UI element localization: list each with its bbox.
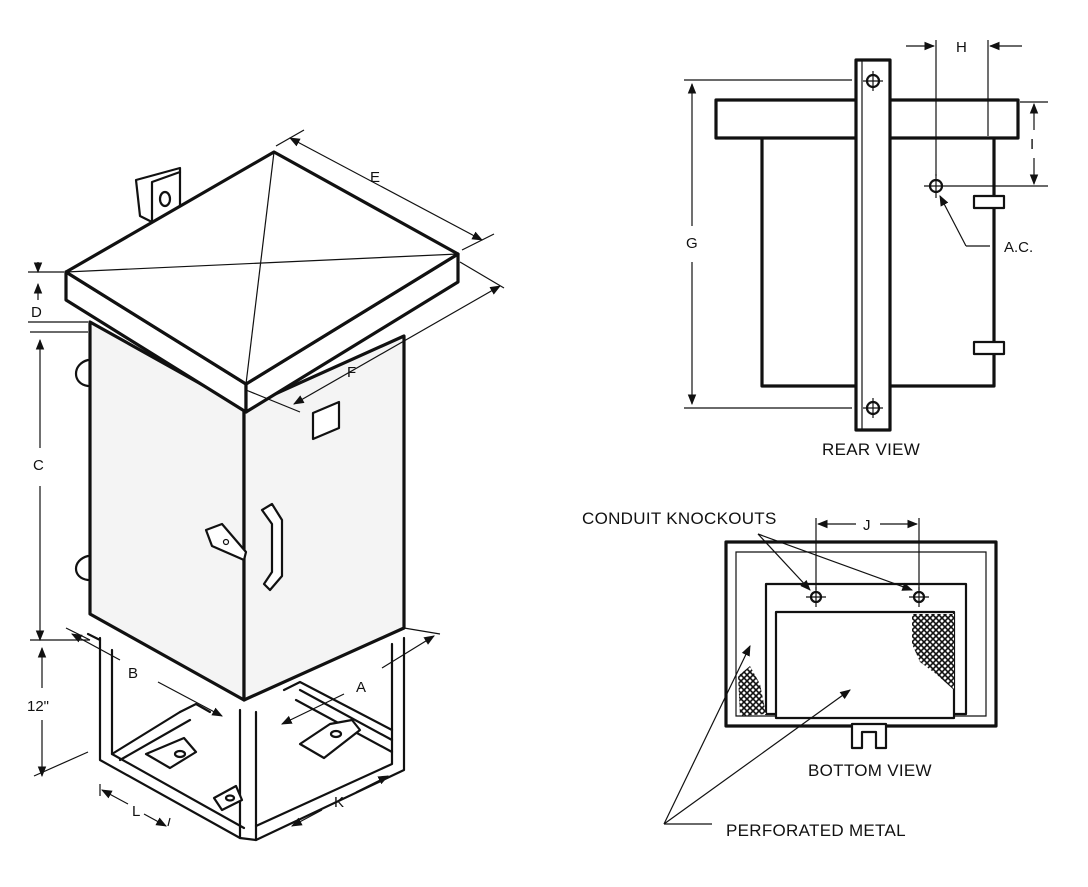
dim-label-e: E: [370, 169, 380, 186]
knockout-right: [909, 587, 929, 607]
roof-diagonal-1: [65, 253, 459, 273]
rear-mounting-channel: [854, 58, 892, 432]
side-bracket-lower: [74, 554, 90, 582]
roof-diagonal-2: [245, 151, 275, 385]
rear-view-caption: REAR VIEW: [822, 440, 920, 459]
dim-label-j: J: [863, 517, 871, 534]
dim-label-b: B: [128, 665, 138, 682]
bottom-view-caption: BOTTOM VIEW: [808, 761, 932, 780]
bottom-tab: [850, 722, 888, 750]
dim-label-a: A: [356, 679, 366, 696]
rear-hinge-lower: [972, 340, 1006, 356]
dim-label-c: C: [33, 457, 44, 474]
rear-mount-hole-bottom: [863, 398, 883, 418]
knockout-left: [806, 587, 826, 607]
rear-ac-hole: [924, 174, 948, 198]
side-bracket-upper: [74, 358, 90, 388]
ac-label: A.C.: [1004, 239, 1033, 256]
dim-label-k: K: [334, 794, 344, 811]
isometric-view: E D F C 12" B A: [27, 129, 505, 842]
conduit-knockouts-label: CONDUIT KNOCKOUTS: [582, 509, 777, 528]
mesh-patch-right: [912, 614, 954, 690]
door-handle: [260, 502, 284, 592]
dim-label-h: H: [956, 39, 967, 56]
dim-label-12in: 12": [27, 698, 49, 715]
bottom-view: J CONDUIT KNOCKOUTS PERFORATED METAL BOT…: [582, 509, 998, 840]
dim-label-l: L: [132, 803, 140, 820]
name-plate: [311, 400, 341, 441]
rear-hinge-upper: [972, 194, 1006, 210]
dim-label-f: F: [347, 364, 356, 381]
dim-label-i: I: [1030, 136, 1034, 153]
mesh-patch-left: [738, 666, 766, 716]
perforated-metal-label: PERFORATED METAL: [726, 821, 906, 840]
floor-stand: [86, 632, 406, 842]
dim-label-g: G: [686, 235, 698, 252]
door-latch: [204, 522, 248, 562]
dim-label-d: D: [31, 304, 42, 321]
rear-view: G H I A.C. REAR VIEW: [684, 39, 1048, 459]
rear-mount-hole-top: [863, 71, 883, 91]
bottom-perforated-panel: [774, 610, 956, 720]
